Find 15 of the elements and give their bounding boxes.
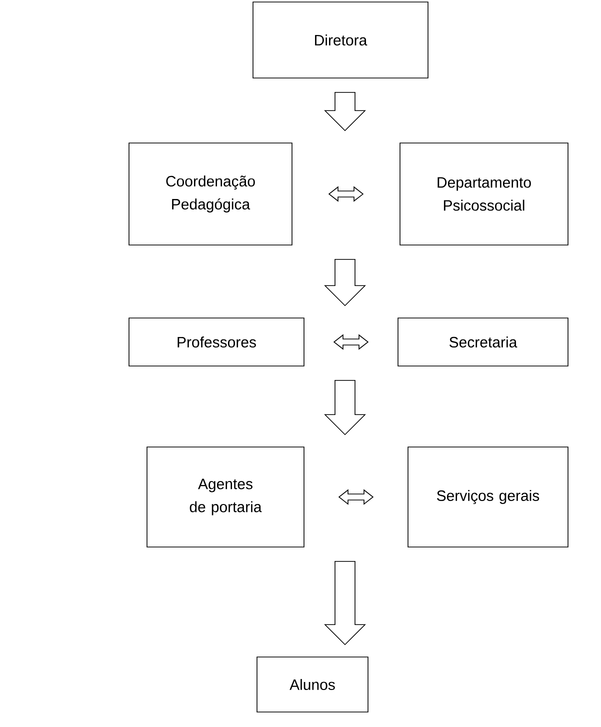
- org-box: Diretora: [252, 2, 428, 78]
- block-arrow: [324, 380, 366, 436]
- org-box: Professores: [128, 318, 304, 366]
- block-arrow: [328, 186, 364, 202]
- org-box: Agentes de portaria: [146, 446, 304, 548]
- block-arrow: [338, 489, 374, 505]
- block-arrow: [333, 334, 369, 350]
- org-box: Serviços gerais: [408, 446, 568, 548]
- org-box: Secretaria: [398, 318, 568, 366]
- org-box: Departamento Psicossocial: [400, 142, 568, 246]
- block-arrow: [324, 259, 366, 306]
- block-arrow: [324, 561, 366, 646]
- org-box: Coordenação Pedagógica: [128, 142, 292, 246]
- org-box: Alunos: [256, 656, 368, 712]
- block-arrow: [324, 92, 366, 132]
